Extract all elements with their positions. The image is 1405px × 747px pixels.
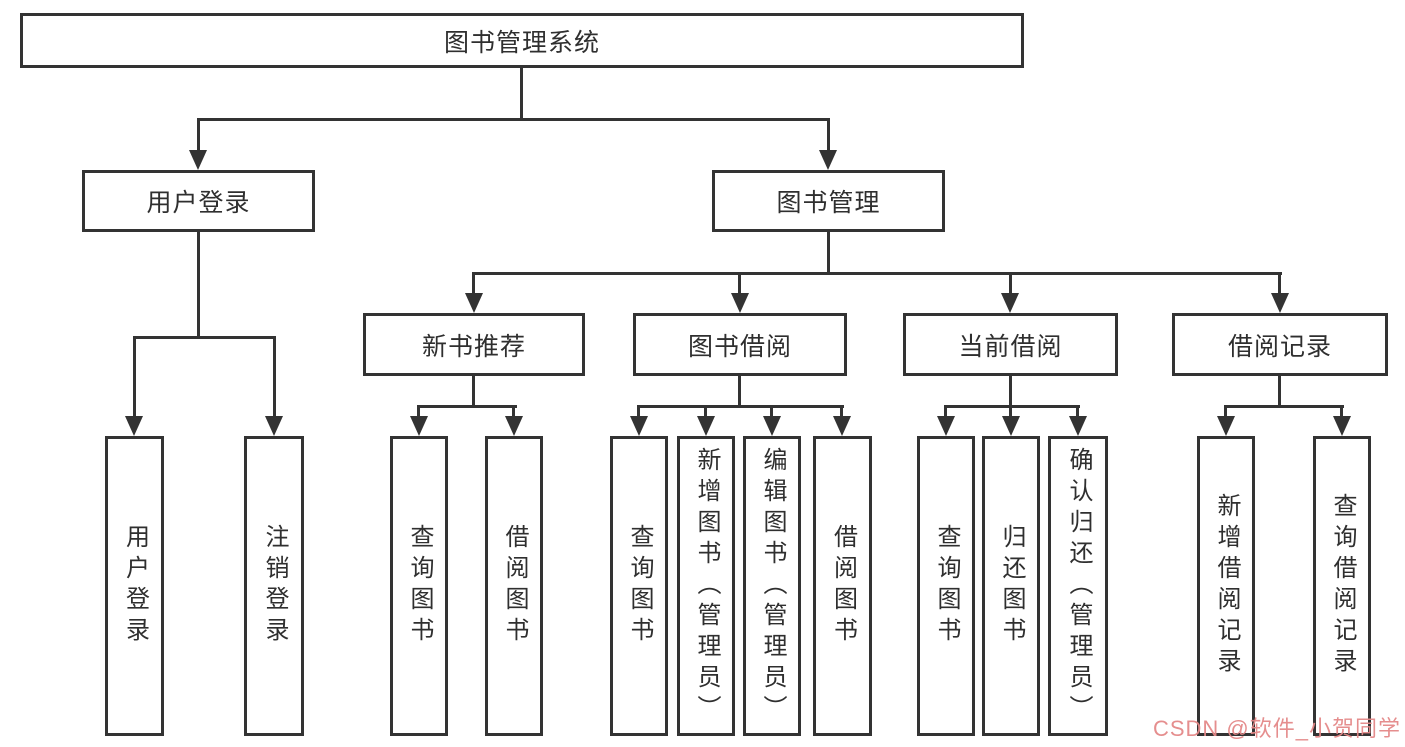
connector-to-leaf-add-record (1224, 405, 1227, 418)
node-new-book-recommend-label: 新书推荐 (421, 332, 526, 361)
node-book-borrow: 图书借阅 (633, 313, 847, 376)
node-root: 图书管理系统 (20, 13, 1024, 68)
connector-to-leaf-query-recommend (417, 405, 420, 418)
arrowhead-leaf-borrow-book (833, 416, 851, 436)
connector-new-book-stem (472, 376, 475, 405)
leaf-query-book-recommend: 查询图书 (390, 436, 448, 736)
leaf-query-borrow-record-label: 查询借阅记录 (1329, 493, 1356, 679)
leaf-query-book-current: 查询图书 (917, 436, 975, 736)
node-borrow-record-label: 借阅记录 (1227, 332, 1332, 361)
connector-root-to-user-login (197, 118, 200, 152)
leaf-add-book-admin-label: 新增图书（管理员） (693, 446, 720, 726)
leaf-return-book-label: 归还图书 (998, 524, 1025, 648)
node-book-borrow-label: 图书借阅 (687, 332, 792, 361)
leaf-query-borrow-record: 查询借阅记录 (1313, 436, 1371, 736)
leaf-add-book-admin: 新增图书（管理员） (677, 436, 735, 736)
leaf-user-login-label: 用户登录 (121, 524, 149, 648)
connector-to-borrow-record (1278, 272, 1281, 295)
arrowhead-borrow-record (1271, 293, 1289, 313)
leaf-user-login: 用户登录 (105, 436, 164, 736)
leaf-add-borrow-record-label: 新增借阅记录 (1213, 493, 1240, 679)
arrowhead-book-borrow (731, 293, 749, 313)
connector-to-leaf-user-login (133, 336, 136, 418)
arrowhead-leaf-query-borrow (630, 416, 648, 436)
connector-book-management-stem (827, 232, 830, 272)
node-current-borrow: 当前借阅 (903, 313, 1118, 376)
arrowhead-leaf-query-record (1333, 416, 1351, 436)
connector-to-book-borrow (738, 272, 741, 295)
leaf-borrow-book-recommend: 借阅图书 (485, 436, 543, 736)
leaf-return-book: 归还图书 (982, 436, 1040, 736)
arrowhead-leaf-query-current (937, 416, 955, 436)
node-borrow-record: 借阅记录 (1172, 313, 1388, 376)
leaf-confirm-return-admin: 确认归还（管理员） (1048, 436, 1108, 736)
arrowhead-leaf-return-book (1002, 416, 1020, 436)
connector-to-current-borrow (1009, 272, 1012, 295)
node-new-book-recommend: 新书推荐 (363, 313, 585, 376)
node-root-label: 图书管理系统 (443, 28, 600, 57)
arrowhead-current-borrow (1001, 293, 1019, 313)
connector-user-login-stem (197, 232, 200, 336)
arrowhead-book-management (819, 150, 837, 170)
leaf-query-book-borrow-label: 查询图书 (626, 524, 653, 648)
connector-to-leaf-logout (273, 336, 276, 418)
connector-to-leaf-borrow-recommend (512, 405, 515, 418)
leaf-confirm-return-admin-label: 确认归还（管理员） (1065, 446, 1092, 726)
connector-borrow-record-stem (1278, 376, 1281, 405)
leaf-add-borrow-record: 新增借阅记录 (1197, 436, 1255, 736)
connector-user-login-crossbar (133, 336, 276, 339)
connector-book-borrow-crossbar (638, 405, 844, 408)
connector-to-leaf-query-record (1340, 405, 1343, 418)
connector-to-new-book-recommend (472, 272, 475, 295)
leaf-logout: 注销登录 (244, 436, 304, 736)
leaf-edit-book-admin-label: 编辑图书（管理员） (759, 446, 786, 726)
leaf-borrow-book-label: 借阅图书 (829, 524, 857, 648)
connector-to-leaf-query-borrow (637, 405, 640, 418)
leaf-query-book-current-label: 查询图书 (933, 524, 960, 648)
leaf-borrow-book: 借阅图书 (813, 436, 872, 736)
arrowhead-leaf-borrow-recommend (505, 416, 523, 436)
node-book-management: 图书管理 (712, 170, 945, 232)
connector-to-leaf-borrow-book (840, 405, 843, 418)
connector-current-borrow-stem (1009, 376, 1012, 405)
node-current-borrow-label: 当前借阅 (958, 332, 1063, 361)
connector-new-book-crossbar (418, 405, 517, 408)
node-user-login-label: 用户登录 (146, 189, 251, 217)
connector-book-borrow-stem (738, 376, 741, 405)
connector-to-leaf-add-book (704, 405, 707, 418)
csdn-watermark: CSDN @软件_小贺同学 (1152, 716, 1401, 741)
node-book-management-label: 图书管理 (776, 189, 881, 217)
connector-book-management-crossbar (473, 272, 1282, 275)
connector-root-crossbar (197, 118, 830, 121)
connector-to-leaf-edit-book (770, 405, 773, 418)
leaf-query-book-borrow: 查询图书 (610, 436, 668, 736)
arrowhead-user-login (189, 150, 207, 170)
arrowhead-leaf-confirm-return (1069, 416, 1087, 436)
connector-root-to-book-management (827, 118, 830, 152)
arrowhead-leaf-add-book (697, 416, 715, 436)
arrowhead-leaf-add-record (1217, 416, 1235, 436)
arrowhead-leaf-logout (265, 416, 283, 436)
leaf-edit-book-admin: 编辑图书（管理员） (743, 436, 801, 736)
arrowhead-leaf-edit-book (763, 416, 781, 436)
arrowhead-leaf-user-login (125, 416, 143, 436)
connector-to-leaf-confirm-return (1076, 405, 1079, 418)
leaf-logout-label: 注销登录 (261, 524, 288, 648)
connector-current-borrow-crossbar (945, 405, 1080, 408)
connector-to-leaf-query-current (944, 405, 947, 418)
connector-borrow-record-crossbar (1225, 405, 1344, 408)
arrowhead-leaf-query-recommend (410, 416, 428, 436)
connector-to-leaf-return-book (1009, 405, 1012, 418)
arrowhead-new-book-recommend (465, 293, 483, 313)
node-user-login: 用户登录 (82, 170, 315, 232)
leaf-query-book-recommend-label: 查询图书 (406, 524, 433, 648)
connector-root-stem (520, 68, 523, 118)
leaf-borrow-book-recommend-label: 借阅图书 (501, 524, 528, 648)
